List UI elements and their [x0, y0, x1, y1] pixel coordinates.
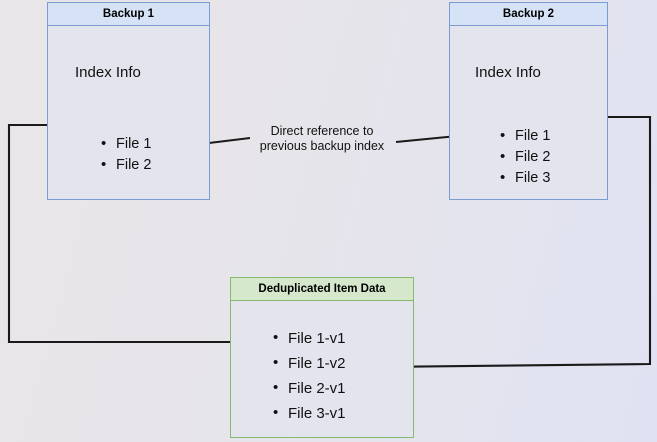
- node-backup-1[interactable]: Backup 1 Index Info File 1 File 2: [47, 2, 210, 200]
- node-deduplicated-item-data[interactable]: Deduplicated Item Data File 1-v1 File 1-…: [230, 277, 414, 438]
- list-item[interactable]: File 1-v1: [273, 325, 346, 351]
- node-backup-1-file-list: File 1 File 2: [101, 133, 151, 176]
- node-backup-1-body: Index Info File 1 File 2: [48, 26, 209, 199]
- node-backup-2[interactable]: Backup 2 Index Info File 1 File 2 File 3: [449, 2, 608, 200]
- list-item[interactable]: File 1: [500, 125, 550, 147]
- list-item[interactable]: File 2-v1: [273, 375, 346, 401]
- list-item[interactable]: File 1: [101, 133, 151, 155]
- list-item[interactable]: File 3-v1: [273, 400, 346, 426]
- node-backup-2-body: Index Info File 1 File 2 File 3: [450, 26, 607, 199]
- annotation-direct-reference: Direct reference to previous backup inde…: [259, 124, 385, 153]
- node-backup-1-title: Backup 1: [48, 3, 209, 26]
- node-deduplicated-item-data-body: File 1-v1 File 1-v2 File 2-v1 File 3-v1: [231, 301, 413, 437]
- node-backup-2-subtitle: Index Info: [475, 64, 541, 81]
- list-item[interactable]: File 2: [101, 154, 151, 176]
- list-item[interactable]: File 1-v2: [273, 350, 346, 376]
- node-backup-1-subtitle: Index Info: [75, 64, 141, 81]
- node-deduplicated-file-list: File 1-v1 File 1-v2 File 2-v1 File 3-v1: [273, 325, 346, 426]
- node-deduplicated-item-data-title: Deduplicated Item Data: [231, 278, 413, 301]
- list-item[interactable]: File 3: [500, 167, 550, 189]
- node-backup-2-title: Backup 2: [450, 3, 607, 26]
- list-item[interactable]: File 2: [500, 146, 550, 168]
- node-backup-2-file-list: File 1 File 2 File 3: [500, 125, 550, 189]
